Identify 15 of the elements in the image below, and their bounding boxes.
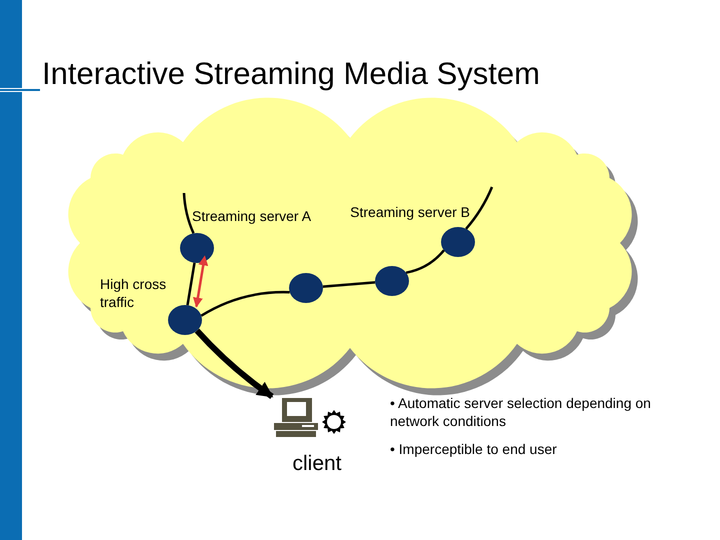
bullet-point: • Automatic server selection depending on network conditions — [390, 394, 652, 430]
connector-line — [465, 186, 494, 230]
connector-line — [322, 281, 376, 288]
connector-line — [200, 290, 290, 317]
bullet-point: • Imperceptible to end user — [390, 440, 558, 458]
double-arrow — [192, 255, 208, 308]
node-label: Streaming server A — [192, 208, 312, 224]
node-label: Streaming server B — [350, 204, 470, 220]
client-label: client — [291, 452, 343, 476]
title: Interactive Streaming Media System — [42, 56, 540, 92]
annotation: High cross traffic — [100, 275, 168, 312]
connector-line — [186, 262, 196, 306]
connector-line — [406, 249, 445, 274]
connector-line — [182, 192, 195, 234]
arrow — [194, 328, 274, 399]
